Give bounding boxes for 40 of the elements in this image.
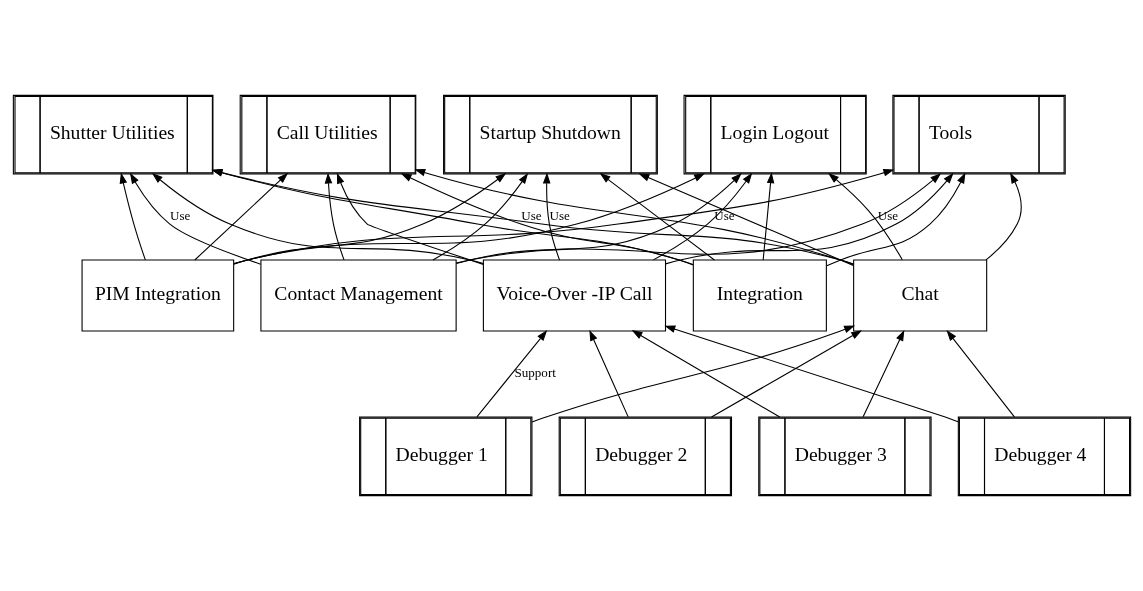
- arrow: [664, 172, 954, 265]
- arrow: [324, 172, 345, 261]
- arrow: [631, 330, 780, 418]
- arrow: [475, 330, 547, 418]
- edge-label: Use: [713, 208, 735, 224]
- arrow: [151, 172, 484, 265]
- arrow: [862, 329, 904, 418]
- arrow: [129, 172, 261, 265]
- arrow: [193, 172, 288, 261]
- arrow: [232, 172, 506, 265]
- arrow: [827, 172, 903, 261]
- edge-label: Use: [549, 208, 570, 224]
- edge-label: Support: [513, 365, 556, 381]
- node-box: Contact Management: [259, 259, 457, 332]
- arrow: [455, 173, 742, 264]
- arrow: [336, 172, 484, 265]
- node-box: Voice-Over -IP Call: [482, 259, 666, 332]
- arrow: [431, 172, 528, 261]
- arrow: [663, 325, 959, 423]
- arrow: [542, 172, 560, 261]
- arrow: [638, 173, 854, 267]
- arrow: [599, 173, 715, 261]
- arrow: [455, 173, 941, 264]
- edge-label: Use: [877, 208, 898, 224]
- arrow: [762, 172, 774, 261]
- arrow: [945, 330, 1015, 418]
- node-box: Integration: [692, 259, 827, 332]
- arrow: [531, 325, 855, 423]
- arrow: [119, 172, 146, 261]
- arrow: [710, 330, 862, 418]
- arrow: [984, 172, 1022, 261]
- arrow: [413, 168, 854, 265]
- node-box: PIM Integration: [81, 259, 234, 332]
- node-box: Chat: [852, 259, 987, 332]
- edge-label: Use: [520, 208, 542, 224]
- arrow: [400, 173, 694, 266]
- edge-label: Use: [169, 208, 190, 224]
- arrow: [825, 172, 965, 267]
- arrow: [652, 172, 752, 261]
- arrow: [588, 329, 629, 418]
